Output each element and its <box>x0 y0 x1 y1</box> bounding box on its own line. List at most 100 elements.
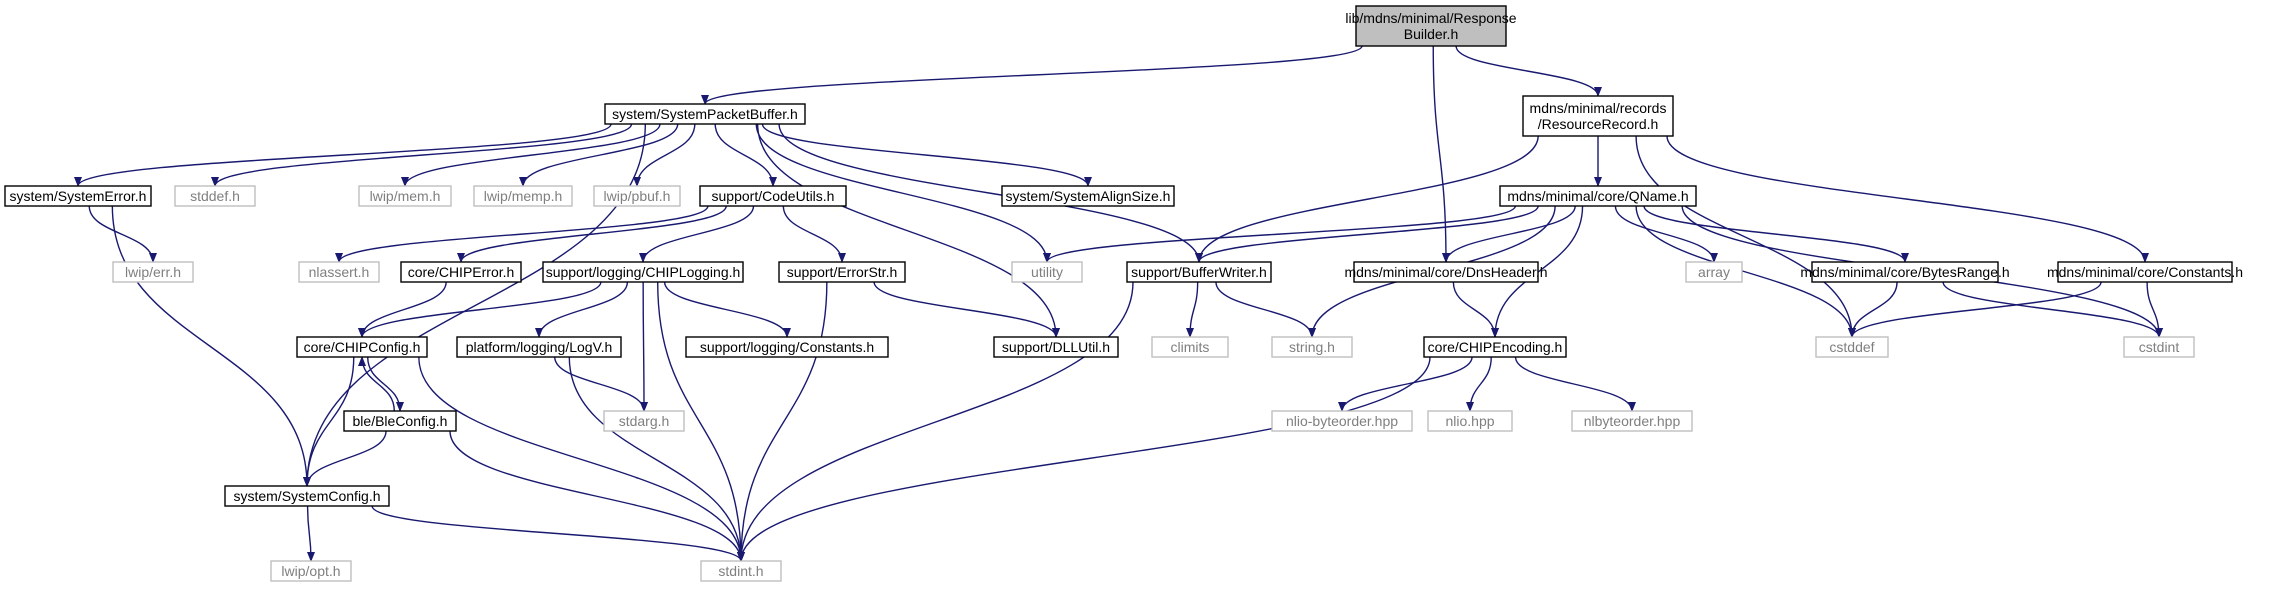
node-arr[interactable]: array <box>1685 261 1743 283</box>
node-lc[interactable]: support/logging/Constants.h <box>685 336 889 358</box>
node-nio[interactable]: nlio.hpp <box>1427 410 1513 432</box>
node-label: support/logging/Constants.h <box>700 339 874 355</box>
node-stdint[interactable]: stdint.h <box>700 560 782 582</box>
node-label: system/SystemAlignSize.h <box>1006 188 1171 204</box>
node-box <box>1355 5 1507 47</box>
node-box <box>1126 261 1272 283</box>
edge-line <box>401 123 661 187</box>
node-dll[interactable]: support/DLLUtil.h <box>993 336 1119 358</box>
node-label: /ResourceRecord.h <box>1538 116 1659 132</box>
edge-line <box>756 123 1060 338</box>
node-dh[interactable]: mdns/minimal/core/DnsHeader.h <box>1344 261 1548 283</box>
edge-cc-to-sc <box>303 356 355 487</box>
node-qn[interactable]: mdns/minimal/core/QName.h <box>1499 185 1697 207</box>
node-label: stdint.h <box>718 563 763 579</box>
edge-line <box>2146 281 2163 338</box>
node-br[interactable]: mdns/minimal/core/BytesRange.h <box>1800 261 2010 283</box>
node-cenc[interactable]: core/CHIPEncoding.h <box>1423 336 1567 358</box>
node-box <box>1499 185 1697 207</box>
edge-qn-to-cenc <box>1491 205 1584 338</box>
edge-line <box>1195 205 1539 263</box>
node-clim[interactable]: climits <box>1151 336 1229 358</box>
edge-cl-to-starg <box>639 281 648 412</box>
node-box <box>270 560 352 582</box>
edge-cenc-to-stdint <box>737 356 1431 562</box>
node-nlbo[interactable]: nlbyteorder.hpp <box>1571 410 1693 432</box>
node-cstddef[interactable]: cstddef <box>1815 336 1889 358</box>
edge-line <box>1195 135 1539 263</box>
node-serr[interactable]: system/SystemError.h <box>4 185 152 207</box>
node-box <box>1151 336 1229 358</box>
node-box <box>2123 336 2195 358</box>
node-util[interactable]: utility <box>1011 261 1083 283</box>
node-ce[interactable]: core/CHIPError.h <box>400 261 522 283</box>
node-memp[interactable]: lwip/memp.h <box>473 185 573 207</box>
node-str[interactable]: string.h <box>1271 336 1353 358</box>
node-blec[interactable]: ble/BleConfig.h <box>343 410 457 432</box>
edge-line <box>1338 356 1473 412</box>
edge-line <box>111 205 311 487</box>
node-label: support/logging/CHIPLogging.h <box>546 264 741 280</box>
edge-cl-to-lc <box>663 281 791 338</box>
node-nla[interactable]: nlassert.h <box>298 261 380 283</box>
edge-cc-to-stdint <box>418 356 745 562</box>
node-cstdint[interactable]: cstdint <box>2123 336 2195 358</box>
node-lv[interactable]: platform/logging/LogV.h <box>456 336 622 358</box>
node-spb[interactable]: system/SystemPacketBuffer.h <box>604 103 806 125</box>
edge-line <box>701 45 1363 105</box>
edge-br-to-cstdint <box>1942 281 2163 338</box>
node-box <box>2057 261 2233 283</box>
node-box <box>224 485 390 507</box>
edge-line <box>1186 281 1199 338</box>
edge-line <box>1643 205 1909 263</box>
node-label: nlassert.h <box>309 264 370 280</box>
node-bw[interactable]: support/BufferWriter.h <box>1126 261 1272 283</box>
edge-line <box>1466 356 1492 412</box>
node-cl[interactable]: support/logging/CHIPLogging.h <box>542 261 744 283</box>
edge-qn-to-br <box>1643 205 1909 263</box>
edge-rr-to-cons <box>1666 135 2149 263</box>
node-box <box>400 261 522 283</box>
edge-spb-to-util <box>755 123 1051 263</box>
node-label: cstddef <box>1829 339 1874 355</box>
node-cu[interactable]: support/CodeUtils.h <box>699 185 847 207</box>
node-lerr[interactable]: lwip/err.h <box>112 261 194 283</box>
node-stddef[interactable]: stddef.h <box>174 185 256 207</box>
edge-spb-to-pbuf <box>633 123 696 187</box>
node-label: support/BufferWriter.h <box>1131 264 1267 280</box>
edge-line <box>88 205 157 263</box>
edge-line <box>371 505 745 562</box>
edge-line <box>663 281 791 338</box>
node-opt[interactable]: lwip/opt.h <box>270 560 352 582</box>
node-sc[interactable]: system/SystemConfig.h <box>224 485 390 507</box>
node-label: nlbyteorder.hpp <box>1584 413 1681 429</box>
edge-line <box>657 281 745 562</box>
node-mem[interactable]: lwip/mem.h <box>358 185 452 207</box>
edge-cenc-to-nlbo <box>1514 356 1636 412</box>
edge-line <box>737 356 1431 562</box>
edge-line <box>211 123 633 187</box>
edge-cenc-to-nio <box>1466 356 1492 412</box>
node-es[interactable]: support/ErrorStr.h <box>778 261 906 283</box>
node-box <box>296 336 428 358</box>
edge-line <box>1635 135 1856 338</box>
node-box <box>542 261 744 283</box>
node-cons[interactable]: mdns/minimal/core/Constants.h <box>2047 261 2243 283</box>
node-label: mdns/minimal/core/Constants.h <box>2047 264 2243 280</box>
node-box <box>1522 95 1674 137</box>
edge-cl-to-lv <box>535 281 629 338</box>
node-label: core/CHIPConfig.h <box>304 339 421 355</box>
node-nbo[interactable]: nlio-byteorder.hpp <box>1271 410 1413 432</box>
node-ssa[interactable]: system/SystemAlignSize.h <box>1001 185 1175 207</box>
node-cc[interactable]: core/CHIPConfig.h <box>296 336 428 358</box>
edge-line <box>1491 205 1584 338</box>
edge-line <box>1635 205 1856 338</box>
node-box <box>174 185 256 207</box>
node-pbuf[interactable]: lwip/pbuf.h <box>593 185 681 207</box>
node-box <box>1353 261 1539 283</box>
node-starg[interactable]: stdarg.h <box>603 410 685 432</box>
node-rr[interactable]: mdns/minimal/records/ResourceRecord.h <box>1522 95 1674 137</box>
